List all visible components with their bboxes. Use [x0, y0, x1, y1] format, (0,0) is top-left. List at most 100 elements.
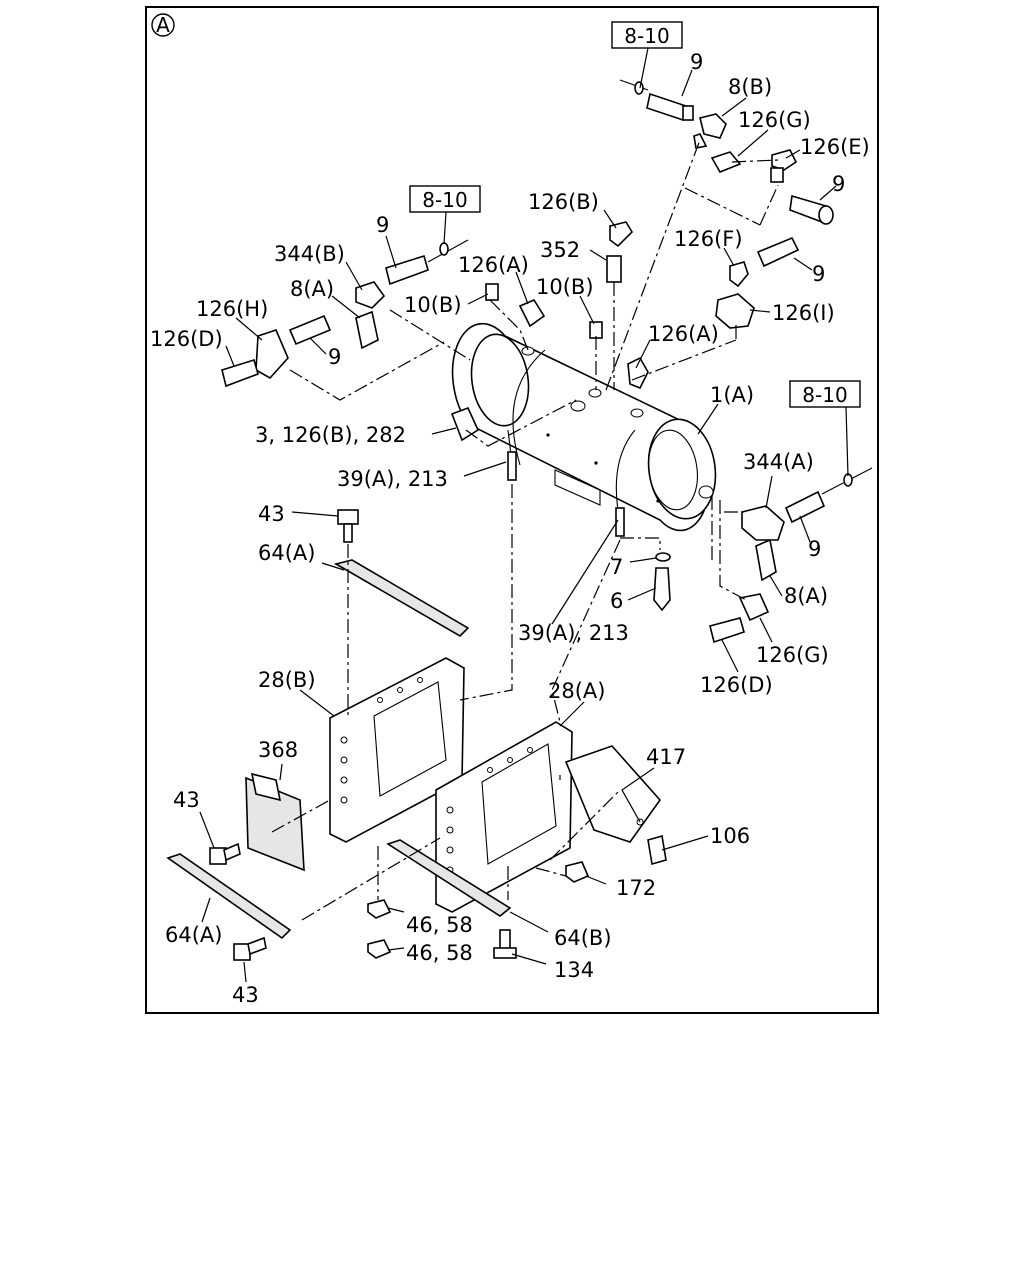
bracket-frame-28b: [329, 657, 465, 843]
nut-46-58-b: [367, 939, 392, 959]
ref-box-right[interactable]: 8-10: [789, 380, 861, 408]
fitting-9-right-lower: [784, 467, 873, 524]
nut-46-58-a: [367, 899, 392, 919]
ref-box-left-label: 8-10: [422, 188, 467, 212]
view-marker: A: [151, 13, 175, 37]
label-126a-left[interactable]: 126(A): [458, 253, 529, 277]
label-126b-top[interactable]: 126(B): [528, 190, 599, 214]
label-126f[interactable]: 126(F): [674, 227, 743, 251]
fitting-126a-left: [518, 298, 546, 328]
label-9-left[interactable]: 9: [376, 213, 389, 237]
label-126a-right[interactable]: 126(A): [648, 322, 719, 346]
part-labels: 9 8(B) 126(G) 126(E) 9 126(B) 352 126(F)…: [150, 50, 870, 1007]
label-106[interactable]: 106: [710, 824, 750, 848]
fitting-344a: [741, 505, 785, 541]
bolt-43-bottom: [233, 936, 267, 961]
label-134[interactable]: 134: [554, 958, 594, 982]
label-126h[interactable]: 126(H): [196, 297, 268, 321]
label-368[interactable]: 368: [258, 738, 298, 762]
label-352[interactable]: 352: [540, 238, 580, 262]
label-8a-left[interactable]: 8(A): [290, 277, 334, 301]
fitting-9-left: [385, 239, 469, 286]
ref-box-top[interactable]: 8-10: [611, 21, 683, 49]
ref-box-right-label: 8-10: [802, 383, 847, 407]
label-1a[interactable]: 1(A): [710, 383, 754, 407]
alignment-lines: [271, 139, 779, 921]
label-10b-left[interactable]: 10(B): [404, 293, 462, 317]
label-64a-bottom[interactable]: 64(A): [165, 923, 222, 947]
label-43-bottom[interactable]: 43: [232, 983, 259, 1007]
fitting-126b-top: [609, 221, 634, 248]
fitting-8a-right: [755, 538, 777, 582]
label-9-lower-left[interactable]: 9: [328, 345, 341, 369]
label-417[interactable]: 417: [646, 745, 686, 769]
label-172[interactable]: 172: [616, 876, 656, 900]
label-8b[interactable]: 8(B): [728, 75, 772, 99]
label-3-126b-282[interactable]: 3, 126(B), 282: [255, 423, 406, 447]
label-6[interactable]: 6: [610, 589, 623, 613]
label-9-right-top[interactable]: 9: [832, 172, 845, 196]
tank-strap-left: [507, 429, 517, 481]
label-126e[interactable]: 126(E): [800, 135, 870, 159]
fitting-9-top: [619, 79, 694, 122]
washer-7: [655, 552, 671, 562]
bolt-43-mid: [209, 842, 241, 865]
label-39a-213-right[interactable]: 39(A), 213: [518, 621, 629, 645]
label-344b[interactable]: 344(B): [274, 242, 345, 266]
label-126i[interactable]: 126(I): [772, 301, 835, 325]
label-64b[interactable]: 64(B): [554, 926, 612, 950]
bracket-frame-28a: [435, 721, 573, 913]
label-126g-lower[interactable]: 126(G): [756, 643, 829, 667]
label-43-top[interactable]: 43: [258, 502, 285, 526]
bolt-106: [647, 834, 667, 866]
bolt-43-top: [337, 509, 359, 543]
nut-172: [565, 861, 590, 883]
bracket-368: [245, 772, 305, 872]
label-9-top[interactable]: 9: [690, 50, 703, 74]
fitting-126i: [715, 293, 755, 329]
fitting-8a-left: [355, 310, 379, 350]
fitting-126d-lower: [709, 617, 745, 644]
fitting-126f: [729, 261, 749, 288]
label-43-mid[interactable]: 43: [173, 788, 200, 812]
drain-valve-6: [653, 567, 671, 612]
label-10b-right[interactable]: 10(B): [536, 275, 594, 299]
label-9-126f[interactable]: 9: [812, 262, 825, 286]
fitting-126d-left: [221, 358, 259, 388]
bracket-64a-top: [333, 559, 470, 638]
label-39a-213-left[interactable]: 39(A), 213: [337, 467, 448, 491]
label-46-58-b[interactable]: 46, 58: [406, 941, 473, 965]
bracket-64b: [386, 839, 512, 917]
label-28b[interactable]: 28(B): [258, 668, 316, 692]
leader-lines: [199, 47, 849, 983]
label-126d-lower[interactable]: 126(D): [700, 673, 773, 697]
label-28a[interactable]: 28(A): [548, 679, 605, 703]
label-9-right-lower[interactable]: 9: [808, 537, 821, 561]
fitting-126e: [770, 149, 798, 183]
bolt-134: [493, 929, 517, 959]
view-marker-letter: A: [156, 13, 170, 37]
label-64a-top[interactable]: 64(A): [258, 541, 315, 565]
fitting-126a-right: [627, 356, 649, 390]
fitting-3-126b-282: [450, 406, 480, 442]
ref-box-left[interactable]: 8-10: [409, 185, 481, 213]
fitting-344b: [355, 281, 386, 309]
fitting-352: [606, 255, 622, 283]
fitting-9-right-top: [789, 194, 834, 225]
fitting-10b-right: [589, 321, 603, 339]
fitting-8b: [693, 113, 727, 149]
bracket-64a-bottom: [166, 853, 292, 940]
label-126d-left[interactable]: 126(D): [150, 327, 223, 351]
label-7[interactable]: 7: [610, 555, 623, 579]
ref-box-top-label: 8-10: [624, 24, 669, 48]
fitting-10b-left: [485, 283, 499, 301]
tank-strap-right: [615, 507, 625, 537]
fitting-126g-lower: [738, 593, 770, 622]
fitting-9-126f: [756, 236, 800, 268]
fitting-9-lower-left: [288, 314, 332, 346]
label-126g-top[interactable]: 126(G): [738, 108, 811, 132]
label-46-58-a[interactable]: 46, 58: [406, 913, 473, 937]
label-8a-right[interactable]: 8(A): [784, 584, 828, 608]
label-344a[interactable]: 344(A): [743, 450, 814, 474]
